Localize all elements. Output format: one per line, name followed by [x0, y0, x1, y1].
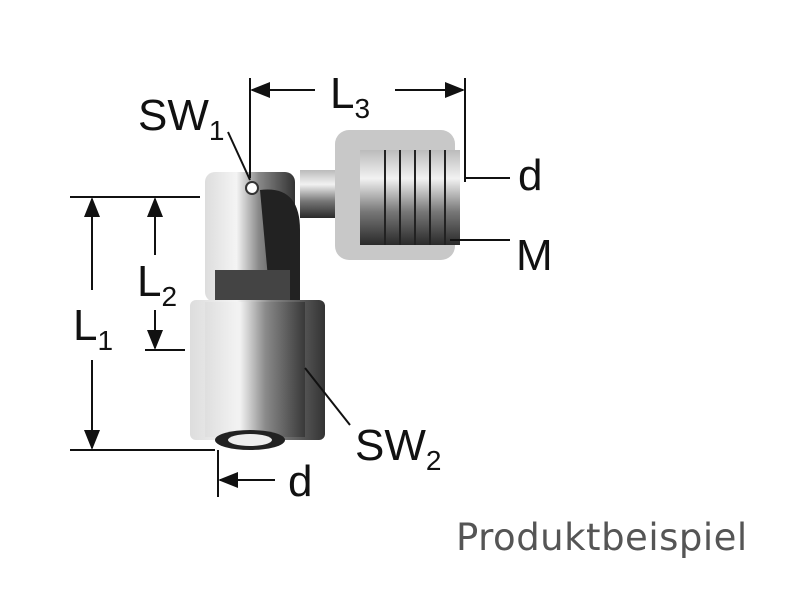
label-l1: L1	[73, 301, 113, 356]
label-sw1: SW1	[138, 91, 224, 146]
label-l3: L3	[330, 69, 370, 124]
fitting-body	[190, 130, 460, 450]
label-sw2: SW2	[355, 421, 441, 476]
dimension-lines	[70, 78, 510, 497]
caption-product-example: Produktbeispiel	[456, 516, 748, 559]
label-d-right: d	[518, 151, 542, 200]
label-m: M	[516, 231, 553, 280]
label-d-bottom: d	[288, 457, 312, 506]
label-l2: L2	[137, 257, 177, 312]
